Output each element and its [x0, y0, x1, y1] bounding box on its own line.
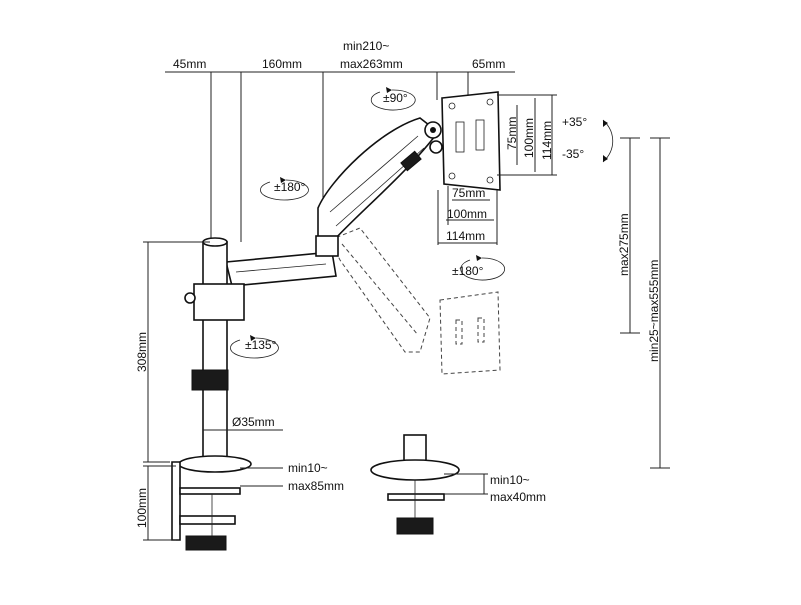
range-total: min25~max555mm	[647, 260, 661, 362]
clamp-height-line	[143, 465, 176, 541]
grommet-mount	[370, 434, 460, 535]
grommet-thickness-line	[444, 473, 488, 495]
clamp-thickness-min: min10~	[288, 461, 328, 475]
vesa-height-lines	[497, 94, 557, 176]
vesa-width-lines	[437, 186, 498, 245]
rotation-arm-lower: ±135°	[245, 338, 277, 352]
grommet-thickness-max: max40mm	[490, 490, 546, 504]
gas-spring-arm	[317, 117, 443, 239]
tilt-up: +35°	[562, 115, 587, 129]
range-max275mm: max275mm	[617, 213, 631, 276]
lower-arm	[224, 235, 339, 287]
vesa-114mm-height: 114mm	[540, 121, 554, 160]
dim-65mm: 65mm	[472, 57, 505, 71]
pole-height-line	[143, 241, 210, 463]
arm-lowered-position	[329, 227, 501, 375]
vesa-114mm-width: 114mm	[446, 229, 485, 243]
vesa-75mm-width: 75mm	[452, 186, 485, 200]
pole-diameter: Ø35mm	[232, 415, 275, 429]
rotation-arrow-icon	[230, 87, 614, 359]
clamp-thickness-line	[240, 467, 283, 487]
vesa-75mm-height: 75mm	[505, 117, 519, 150]
dim-160mm: 160mm	[262, 57, 302, 71]
dim-min210: min210~	[343, 39, 389, 53]
dim-max263mm: max263mm	[340, 57, 403, 71]
vertical-range-lines	[620, 137, 670, 469]
clamp-height: 100mm	[135, 488, 149, 528]
rotation-monitor-swivel: ±180°	[452, 264, 484, 278]
vesa-100mm-height: 100mm	[522, 118, 536, 158]
dim-45mm: 45mm	[173, 57, 206, 71]
desk-clamp	[171, 455, 252, 551]
pole	[184, 237, 245, 463]
vesa-100mm-width: 100mm	[447, 207, 487, 221]
pole-height: 308mm	[135, 332, 149, 372]
tilt-down: -35°	[562, 147, 584, 161]
vesa-plate	[441, 91, 501, 191]
clamp-thickness-max: max85mm	[288, 479, 344, 493]
grommet-thickness-min: min10~	[490, 473, 530, 487]
rotation-tilt-head: ±90°	[383, 91, 408, 105]
rotation-arm-upper: ±180°	[274, 180, 306, 194]
